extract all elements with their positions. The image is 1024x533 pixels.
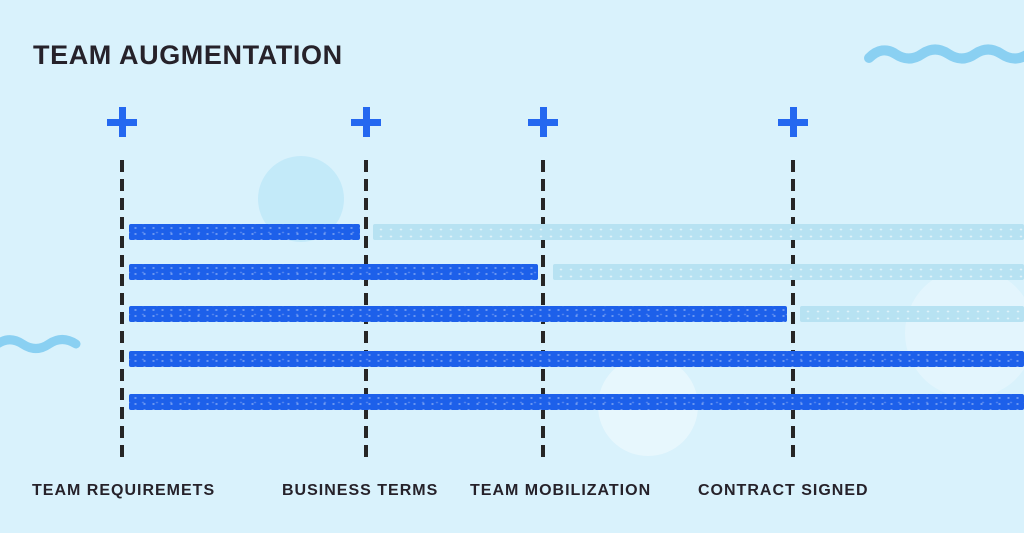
task-bar-active-segment	[129, 224, 360, 240]
milestone-label: TEAM REQUIREMETS	[32, 482, 216, 499]
task-bar-active-segment	[129, 264, 538, 280]
task-bar-remaining-segment	[800, 306, 1024, 322]
milestone-dashed-line	[791, 160, 795, 462]
task-bar-active-segment	[129, 306, 787, 322]
milestone-label: CONTRACT SIGNED	[698, 482, 869, 499]
milestone-plus-icon	[778, 107, 808, 137]
milestone-label: BUSINESS TERMS	[282, 482, 439, 499]
task-bar-remaining-segment	[373, 224, 1024, 240]
milestone-plus-icon	[351, 107, 381, 137]
task-bar-active-segment	[129, 394, 1024, 410]
task-bar-active-segment	[129, 351, 1024, 367]
milestone-plus-icon	[107, 107, 137, 137]
milestone-dashed-line	[120, 160, 124, 462]
background-blob	[905, 268, 1024, 398]
wave-squiggle-icon	[0, 335, 81, 353]
milestone-label: TEAM MOBILIZATION	[470, 482, 652, 499]
task-bar-remaining-segment	[553, 264, 1024, 280]
wave-squiggle-icon	[864, 44, 1024, 64]
milestone-plus-icon	[528, 107, 558, 137]
page-title: TEAM AUGMENTATION	[33, 40, 343, 70]
